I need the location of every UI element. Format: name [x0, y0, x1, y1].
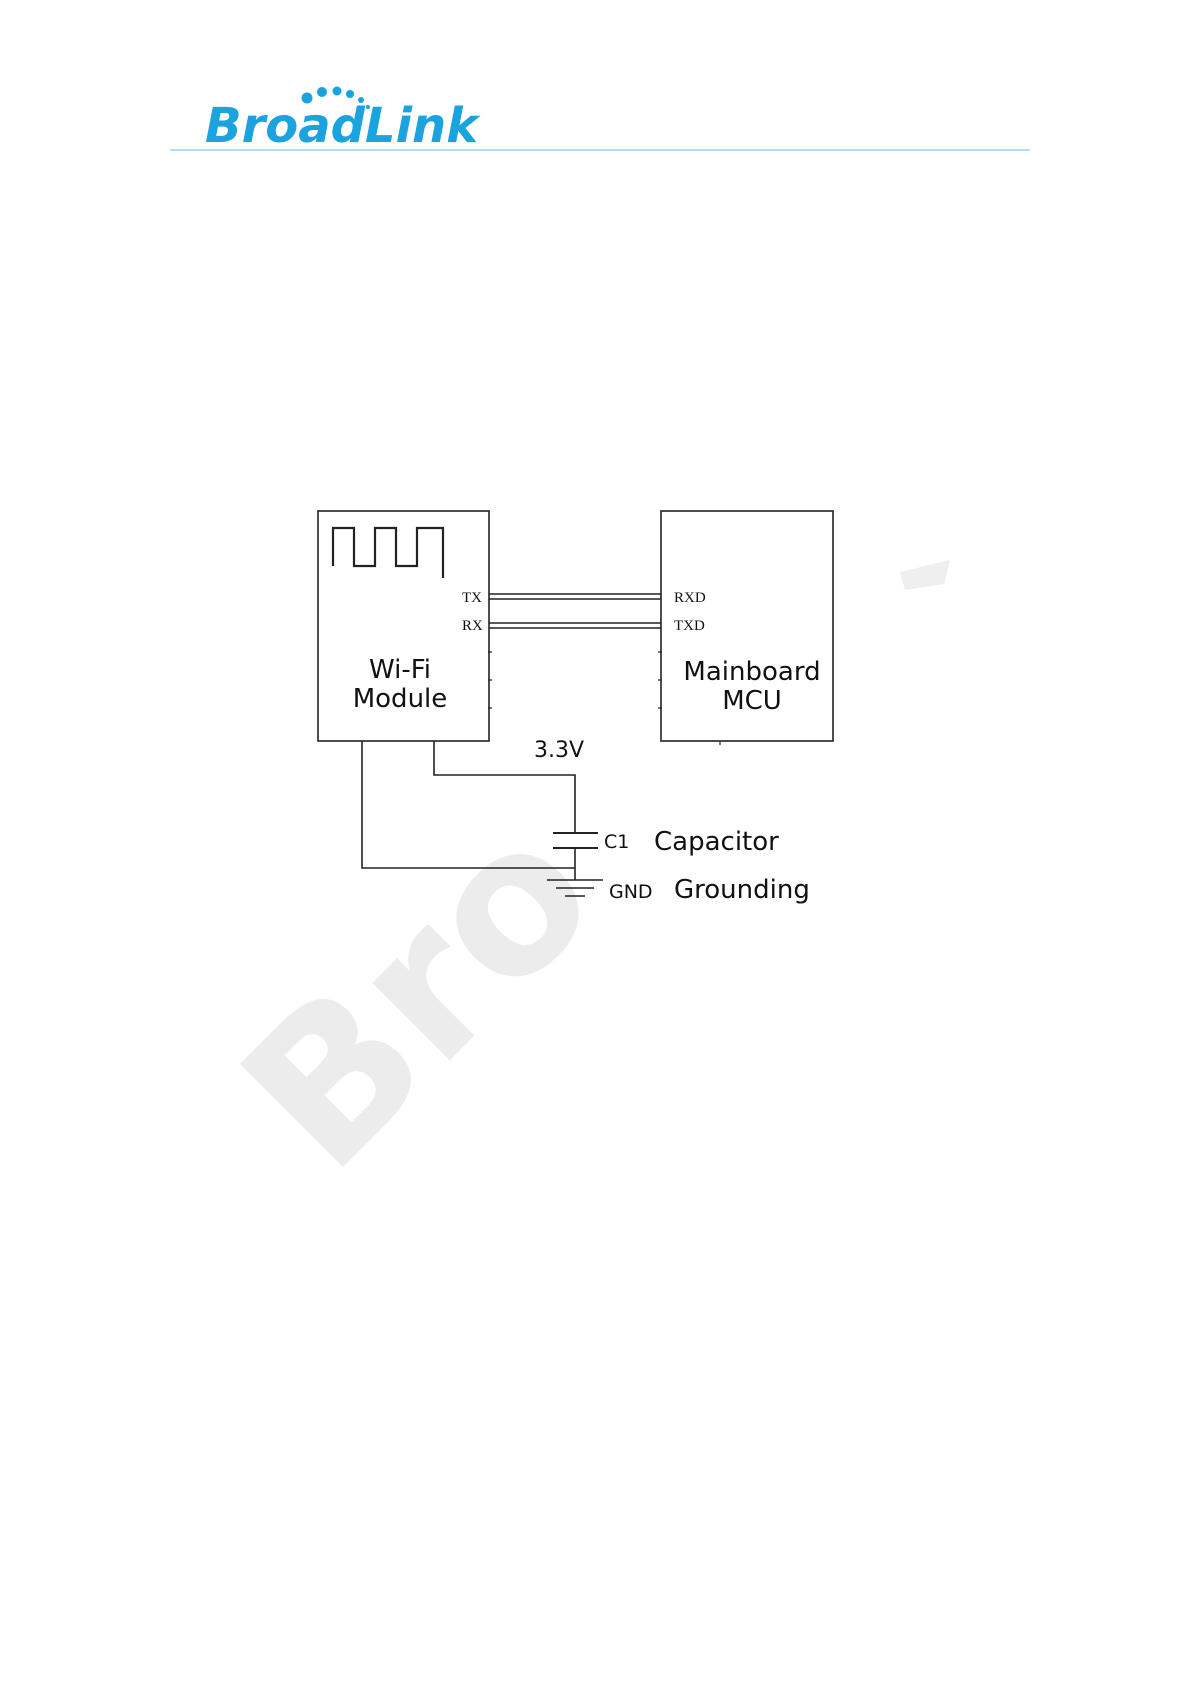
wifi-module-label-line1: Wi-Fi — [369, 655, 431, 685]
capacitor-symbol — [553, 833, 598, 848]
logo-text: BroadLink — [205, 98, 481, 154]
ground-ref-label: GND — [609, 881, 653, 903]
logo: BroadLink — [205, 87, 481, 155]
capacitor-ref-label: C1 — [604, 831, 629, 853]
watermark-text: Bro — [199, 774, 638, 1213]
pin-tx-label: TX — [462, 590, 482, 606]
ground-label: Grounding — [674, 875, 810, 905]
mcu-label-line1: Mainboard — [683, 657, 820, 687]
watermark: Bro — [199, 774, 638, 1213]
wifi-module-label-line2: Module — [353, 684, 448, 714]
pin-txd-label: TXD — [674, 618, 705, 634]
watermark-shape — [900, 560, 950, 590]
voltage-label: 3.3V — [534, 738, 584, 763]
watermark-fragment — [900, 560, 950, 590]
mcu-label-line2: MCU — [722, 686, 782, 716]
pin-rx-label: RX — [462, 618, 483, 634]
tx-rxd-line — [489, 594, 661, 599]
antenna-icon — [333, 528, 443, 578]
pin-rxd-label: RXD — [674, 590, 706, 606]
capacitor-label: Capacitor — [654, 827, 779, 857]
rx-txd-line — [489, 623, 661, 628]
